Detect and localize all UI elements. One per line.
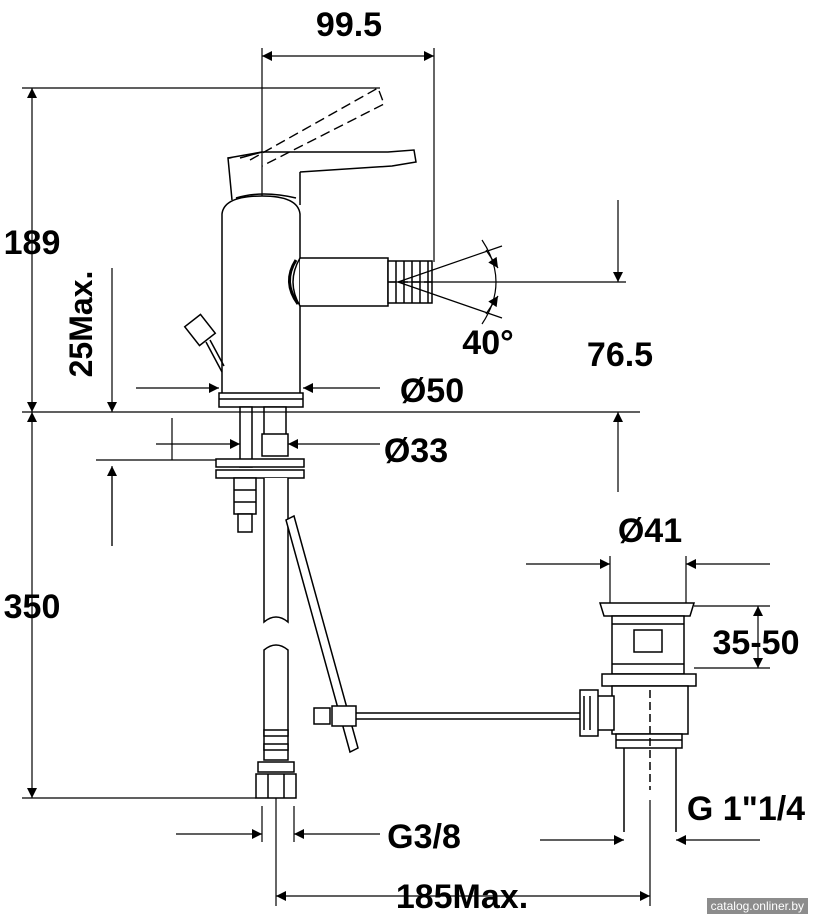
pop-up-waste [579,602,697,832]
dim-waste-height: 35-50 [713,624,800,662]
dim-total-height: 189 [4,224,61,262]
lever-raised-position [249,86,385,167]
lift-rod [285,514,580,754]
faucet-body [218,149,433,408]
dim-spray-angle: 40° [462,324,513,362]
dimension-lines [22,48,770,906]
dim-outlet-height: 76.5 [587,336,653,374]
dim-waste-diameter: Ø41 [618,512,682,550]
dim-hose-length: 350 [4,588,61,626]
mounting-hardware [215,406,305,533]
watermark: catalog.onliner.by [706,898,808,914]
lift-rod-knob [183,313,225,373]
dim-spout-reach: 99.5 [316,6,382,44]
dim-rod-length: 185Max. [396,878,528,916]
dim-waste-thread: G 1"1/4 [687,790,805,828]
dim-lift-rod-height: 25Max. [63,271,99,378]
dim-base-diameter: Ø50 [400,372,464,410]
supply-hose [255,478,297,799]
dim-supply-thread: G3/8 [387,818,461,856]
dim-mounting-diameter: Ø33 [384,432,448,470]
